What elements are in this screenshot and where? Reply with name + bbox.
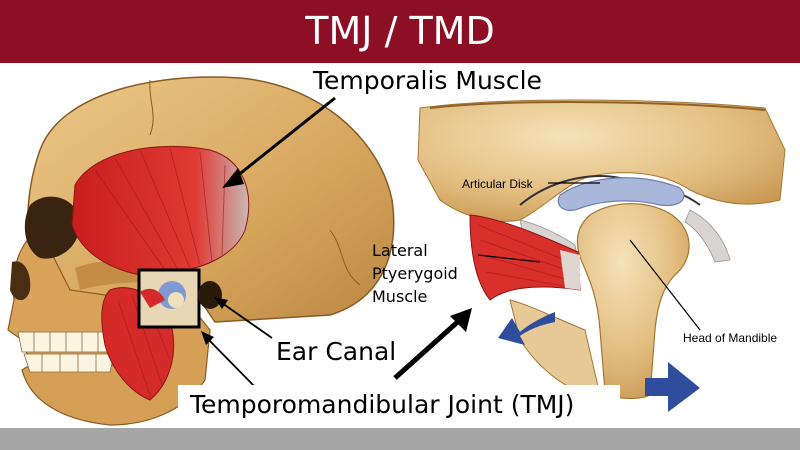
joint-closeup-illustration — [417, 99, 786, 399]
pointer-lines — [201, 96, 701, 391]
head-of-mandible-label: Head of Mandible — [683, 331, 778, 345]
bottom-bar — [0, 428, 800, 450]
tmj-label: Temporomandibular Joint (TMJ) — [190, 390, 575, 419]
temporalis-muscle-label: Temporalis Muscle — [313, 66, 542, 95]
ear-canal-label: Ear Canal — [276, 337, 397, 366]
page-title: TMJ / TMD — [305, 9, 495, 53]
articular-disk-label: Articular Disk — [462, 177, 533, 191]
tmj-highlight-box — [137, 268, 201, 329]
movement-arrow-right — [645, 362, 700, 412]
lateral-pterygoid-label-line2: Ptyerygoid — [372, 264, 458, 283]
lateral-pterygoid-label-line3: Muscle — [372, 287, 428, 306]
ear-canal-opening — [198, 281, 222, 309]
label-backdrop — [178, 385, 620, 428]
lateral-pterygoid-label-line1: Lateral — [372, 241, 428, 260]
movement-arrow-left — [498, 312, 555, 345]
temporalis-muscle-illustration — [71, 145, 250, 276]
title-banner — [0, 0, 800, 63]
